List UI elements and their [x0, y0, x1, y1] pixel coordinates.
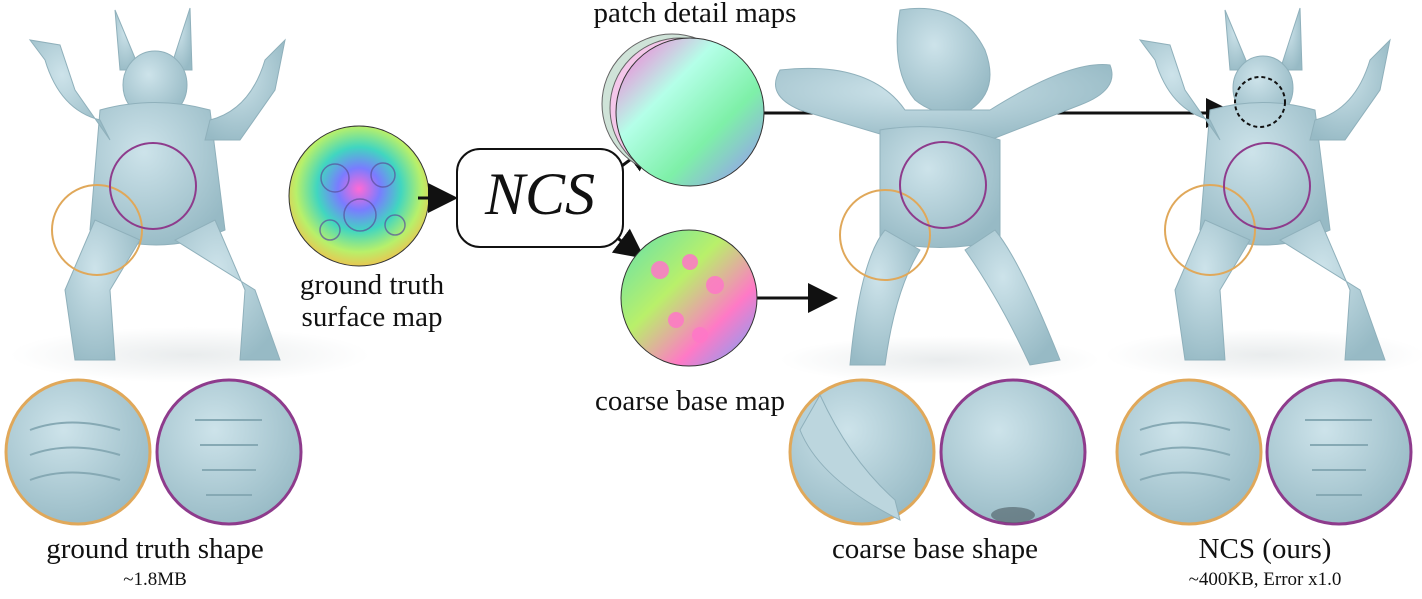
coarse-zoom-purple	[939, 378, 1087, 526]
label-coarse-base-map: coarse base map	[594, 385, 785, 417]
ncs-ring-dashed	[1234, 76, 1286, 128]
label-ncs-ours-stats: ~400KB, Error x1.0	[1188, 569, 1342, 590]
ncs-zoom-orange	[1115, 378, 1263, 526]
label-ground-truth-size: ~1.8MB	[123, 569, 187, 590]
ground-truth-surface-map	[288, 125, 430, 267]
coarse-base-map	[620, 229, 758, 367]
ncs-ring-orange	[1164, 184, 1256, 276]
coarse-base-figure	[775, 7, 1113, 526]
ncs-zoom-purple	[1265, 378, 1413, 526]
ncs-box-label: NCS	[484, 161, 596, 227]
ground-truth-ring-purple	[109, 142, 197, 230]
ground-truth-zoom-orange	[4, 378, 152, 526]
ncs-ours-figure	[1105, 7, 1422, 526]
label-ground-truth-shape: ground truth shape	[46, 533, 264, 565]
coarse-ring-purple	[899, 141, 987, 229]
label-ground-truth-surface-map: ground truth surface map	[299, 269, 445, 333]
patch-detail-maps	[601, 33, 765, 187]
label-patch-detail-maps: patch detail maps	[593, 0, 797, 29]
label-coarse-base-shape: coarse base shape	[831, 533, 1039, 565]
ground-truth-zoom-purple	[155, 378, 303, 526]
ncs-box: NCS	[456, 148, 624, 248]
ncs-ring-purple	[1223, 142, 1311, 230]
label-ncs-ours: NCS (ours)	[1198, 533, 1332, 565]
ground-truth-ring-orange	[51, 184, 143, 276]
coarse-ring-orange	[839, 189, 931, 281]
ground-truth-figure	[4, 7, 370, 526]
